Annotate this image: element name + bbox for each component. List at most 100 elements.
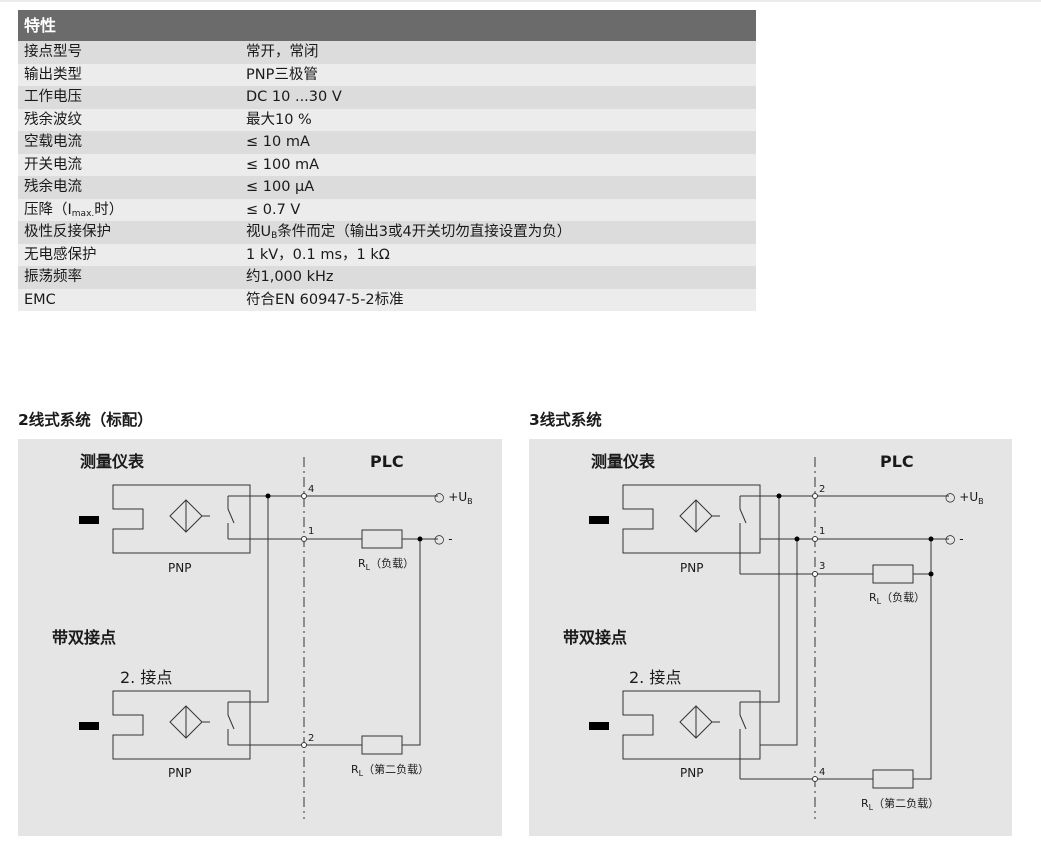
terminal-2-label: 2 <box>308 733 314 744</box>
plc-label: PLC <box>880 452 914 471</box>
spec-key: 残余波纹 <box>24 111 82 128</box>
key-text-post: 时） <box>94 201 124 218</box>
device-label: 测量仪表 <box>80 452 145 471</box>
spec-value: 符合EN 60947-5-2标准 <box>246 291 404 308</box>
spec-value: 常开，常闭 <box>246 44 319 60</box>
switch2-contact <box>227 702 235 745</box>
key-text: 压降（I <box>24 201 72 218</box>
table-row: 振荡频率 约1,000 kHz <box>18 266 756 289</box>
device2-tab <box>79 722 99 730</box>
value-subscript: B <box>271 231 278 241</box>
switch2-contact <box>739 702 747 779</box>
terminal-1-label: 1 <box>819 526 825 537</box>
terminal-1 <box>301 536 307 542</box>
diagram-3wire-svg: 测量仪表 PLC 2 1 3 4 ○ +UB ○ - RL（负载） PNP 带双… <box>563 452 984 819</box>
device-tab <box>79 516 99 524</box>
spec-table: 特性 接点型号 常开，常闭 输出类型 PNP三极管 工作电压 DC 10 ...… <box>18 10 756 311</box>
terminal-3-label: 3 <box>819 561 825 572</box>
load2-resistor <box>361 735 403 755</box>
minus-label: ○ - <box>945 532 964 546</box>
value-text: 视U <box>246 224 272 240</box>
spec-key: 残余电流 <box>24 179 82 195</box>
table-row: 工作电压 DC 10 ...30 V <box>18 86 756 109</box>
spec-key: 振荡频率 <box>24 269 82 285</box>
load2-text-post: （第二负载） <box>873 796 939 810</box>
terminal-3 <box>812 571 818 577</box>
switch-contact <box>739 496 747 574</box>
spec-key: 接点型号 <box>24 44 82 60</box>
load-label: RL（负载） <box>358 556 414 572</box>
wire-load-return <box>913 539 932 780</box>
top-rule <box>0 0 1041 2</box>
contact2-label: 2. 接点 <box>629 668 681 687</box>
terminal-4-label: 4 <box>819 767 825 778</box>
table-row: 残余波纹 最大10 % <box>18 108 756 131</box>
table-row: 极性反接保护 视UB条件而定（输出3或4开关切勿直接设置为负） <box>18 221 756 244</box>
spec-value: ≤ 100 mA <box>246 156 320 173</box>
wire-supply-to-contact2 <box>740 496 780 703</box>
spec-value: PNP三极管 <box>246 66 318 83</box>
minus-label: ○ - <box>434 532 453 546</box>
terminal-1 <box>812 536 818 542</box>
table-row: 输出类型 PNP三极管 <box>18 63 756 86</box>
table-row: 无电感保护 1 kV，0.1 ms，1 kΩ <box>18 243 756 266</box>
load-label: RL（负载） <box>869 590 925 606</box>
device2-body <box>622 690 761 760</box>
spec-value: ≤ 100 µA <box>246 179 315 195</box>
spec-value: ≤ 10 mA <box>246 134 310 150</box>
pnp2-label: PNP <box>168 766 191 780</box>
wire-4-to-contact2 <box>228 496 269 703</box>
spec-table-title: 特性 <box>18 10 756 41</box>
load2-subscript: L <box>869 803 874 812</box>
spec-value: 最大10 % <box>246 111 312 128</box>
load-text: R <box>358 557 366 570</box>
diagram-2wire-title: 2线式系统（标配） <box>18 411 153 429</box>
load-text-post: （负载） <box>370 556 414 570</box>
spec-key: 开关电流 <box>24 156 82 173</box>
load2-label: RL（第二负载） <box>351 762 429 778</box>
load2-resistor <box>872 769 914 789</box>
wire-ground-device2 <box>760 539 798 746</box>
pnp-label: PNP <box>168 561 191 575</box>
spec-key: EMC <box>24 291 56 308</box>
table-row: 接点型号 常开，常闭 <box>18 41 756 64</box>
diagram-3wire-title: 3线式系统 <box>529 411 602 429</box>
terminal-4-label: 4 <box>308 484 314 495</box>
diagram-2wire-panel: 测量仪表 PLC 4 1 2 ○ +UB ○ - RL（负载） PNP 带双接点… <box>18 439 502 836</box>
load2-text: R <box>861 797 869 810</box>
dual-contact-label: 带双接点 <box>563 628 627 647</box>
diagram-3wire-panel: 测量仪表 PLC 2 1 3 4 ○ +UB ○ - RL（负载） PNP 带双… <box>529 439 1012 836</box>
plus-label: ○ +UB <box>945 490 984 506</box>
table-row: EMC 符合EN 60947-5-2标准 <box>18 288 756 311</box>
load-resistor <box>872 564 914 584</box>
plus-subscript: B <box>467 497 473 506</box>
spec-key: 极性反接保护 <box>24 224 111 240</box>
table-row: 压降（Imax.时） ≤ 0.7 V <box>18 198 756 222</box>
device-tab <box>589 516 609 524</box>
spec-value: 1 kV，0.1 ms，1 kΩ <box>246 246 390 263</box>
device2-body <box>112 690 251 760</box>
load-subscript: L <box>366 563 371 572</box>
plc-label: PLC <box>370 452 404 471</box>
contact2-label: 2. 接点 <box>120 668 172 687</box>
table-row: 开关电流 ≤ 100 mA <box>18 153 756 176</box>
load2-text: R <box>351 763 359 776</box>
device-body <box>112 484 251 554</box>
pnp-label: PNP <box>680 561 703 575</box>
terminal-2 <box>301 742 307 748</box>
terminal-4 <box>301 493 307 499</box>
table-row: 空载电流 ≤ 10 mA <box>18 131 756 154</box>
spec-key: 输出类型 <box>24 66 82 83</box>
dual-contact-label: 带双接点 <box>52 628 116 647</box>
table-row: 残余电流 ≤ 100 µA <box>18 176 756 199</box>
spec-key: 压降（Imax.时） <box>18 199 246 222</box>
diagram-2wire-svg: 测量仪表 PLC 4 1 2 ○ +UB ○ - RL（负载） PNP 带双接点… <box>52 452 473 819</box>
plus-label: ○ +UB <box>434 490 473 506</box>
wire-load2-return <box>402 539 421 746</box>
pnp2-label: PNP <box>680 766 703 780</box>
plus-subscript: B <box>978 497 984 506</box>
load2-label: RL（第二负载） <box>861 796 939 812</box>
load2-subscript: L <box>359 769 364 778</box>
load-text-post: （负载） <box>881 590 925 604</box>
terminal-4 <box>812 776 818 782</box>
